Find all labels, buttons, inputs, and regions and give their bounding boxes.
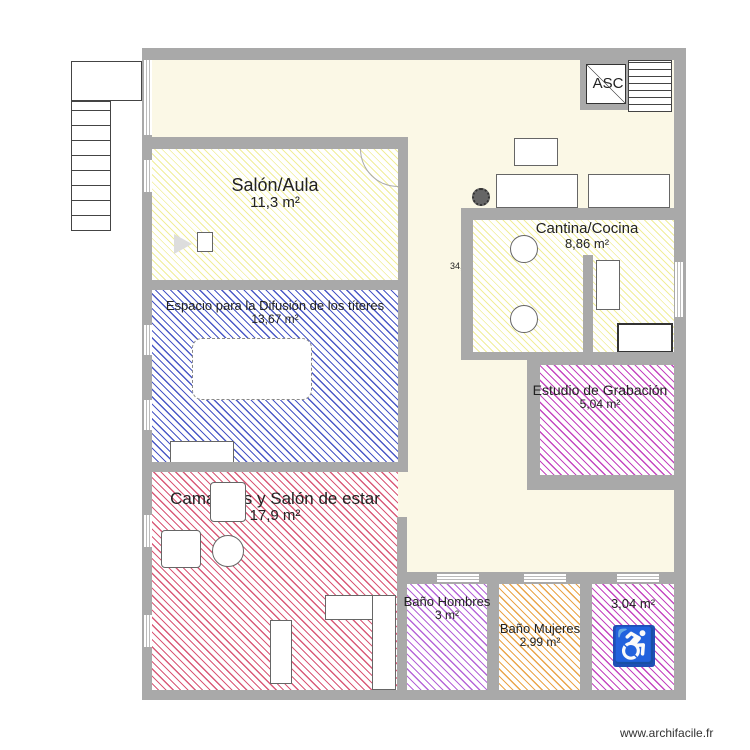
- round-table: [212, 535, 244, 567]
- projector-beam: [174, 234, 192, 254]
- window: [524, 574, 566, 582]
- room-area: 17,9 m²: [249, 506, 301, 524]
- sofa: [496, 174, 578, 208]
- room-area: 3,04 m²: [610, 596, 656, 611]
- elevator-label: ASC: [592, 75, 624, 92]
- room-area: 3 m²: [435, 607, 459, 622]
- room-name: Baño Hombres: [403, 594, 491, 609]
- room-name: Cantina/Cocina: [535, 220, 639, 237]
- room-name: Camarines y Salón de estar: [170, 489, 380, 508]
- room-area: 11,3 m²: [250, 193, 300, 211]
- round-table: [510, 235, 538, 263]
- window: [144, 615, 152, 647]
- room-label-camarines: Camarines y Salón de estar 17,9 m²: [150, 490, 400, 524]
- sofa: [588, 174, 670, 208]
- window: [144, 325, 152, 355]
- room-area: 8,86 m²: [564, 235, 610, 251]
- wall-bottom: [142, 690, 686, 700]
- window: [437, 574, 479, 582]
- round-table: [510, 305, 538, 333]
- wheelchair-icon: ♿: [613, 625, 656, 667]
- room-label-bano-accesible: 3,04 m²: [592, 597, 674, 611]
- meeting-table: [192, 338, 312, 400]
- room-name: Estudio de Grabación: [532, 382, 668, 398]
- wall-difusion-bottom: [142, 462, 408, 472]
- wall-banos-div: [580, 572, 592, 700]
- room-label-bano-mujeres: Baño Mujeres 2,99 m²: [488, 622, 592, 648]
- corner-sofa: [372, 595, 396, 690]
- room-label-salon-aula: Salón/Aula 11,3 m²: [152, 176, 398, 211]
- tv: [514, 138, 558, 166]
- window: [675, 262, 683, 317]
- ironing-board: [270, 620, 292, 684]
- room-area: 13,67 m²: [251, 311, 299, 326]
- wall-left: [142, 48, 152, 700]
- room-label-estudio: Estudio de Grabación 5,04 m²: [520, 383, 680, 410]
- wall-top: [142, 48, 686, 60]
- stairs-icon: [628, 60, 672, 112]
- projector: [197, 232, 213, 252]
- room-bano-hombres[interactable]: [407, 584, 487, 690]
- wall-camarines-right: [397, 517, 407, 697]
- room-label-bano-hombres: Baño Hombres 3 m²: [396, 595, 498, 621]
- wall-banos-div: [487, 572, 499, 700]
- armchair: [161, 530, 201, 568]
- wall-right: [674, 48, 686, 700]
- room-area: 5,04 m²: [579, 396, 621, 411]
- wall-salon-top: [142, 137, 408, 149]
- window: [144, 160, 152, 192]
- room-label-cantina: Cantina/Cocina 8,86 m²: [520, 221, 654, 250]
- watermark[interactable]: www.archifacile.fr: [620, 726, 714, 740]
- room-bano-mujeres[interactable]: [499, 584, 580, 690]
- room-area: 2,99 m²: [519, 634, 561, 649]
- plant-icon: [472, 188, 490, 206]
- elevator-icon: [586, 64, 626, 104]
- sink-stove: [617, 323, 673, 353]
- room-name: Salón/Aula: [231, 175, 319, 195]
- room-label-difusion: Espacio para la Difusión de los títeres …: [148, 299, 402, 325]
- window: [144, 515, 152, 547]
- window: [144, 400, 152, 430]
- room-name: Baño Mujeres: [499, 621, 581, 636]
- desk: [170, 441, 234, 463]
- armchair: [210, 482, 246, 522]
- room-name: Espacio para la Difusión de los títeres: [165, 298, 385, 313]
- wall-salon-right: [398, 137, 408, 467]
- wall-salon-bottom: [142, 280, 408, 290]
- room-salon-aula[interactable]: [152, 149, 398, 280]
- fridge: [596, 260, 620, 310]
- window: [617, 574, 659, 582]
- room-estudio[interactable]: [540, 365, 674, 475]
- wall-cantina-inner: [583, 255, 593, 352]
- window: [144, 60, 152, 135]
